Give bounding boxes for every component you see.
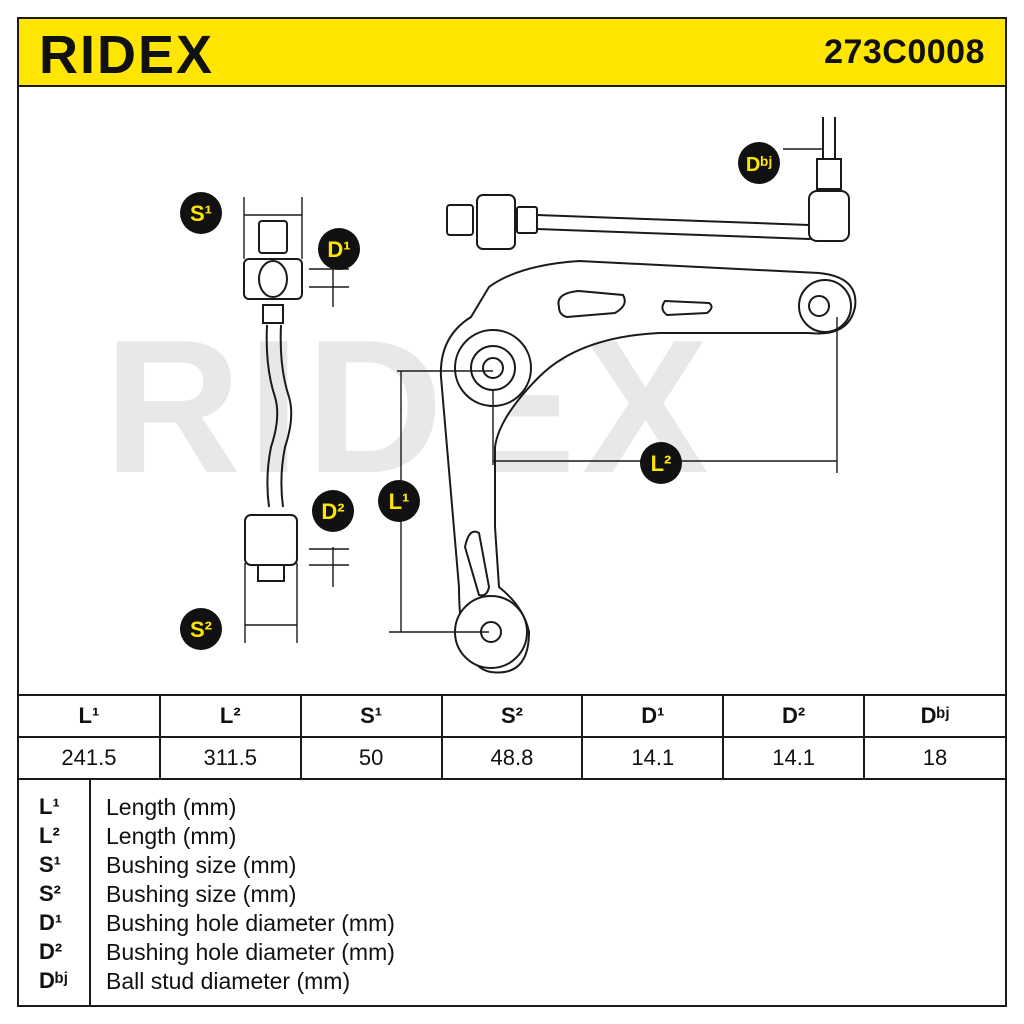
header-s1: S¹ [299,694,443,738]
legend-item: S² Bushing size (mm) [19,881,1005,910]
brand-logo: RIDEX [39,25,214,81]
legend-item: L¹ Length (mm) [19,794,1005,823]
svg-text:S²: S² [190,617,212,642]
dimensions-table: L¹ L² S¹ S² D¹ D² Dᵇʲ 241.5 311.5 50 48.… [19,694,1005,780]
legend-key: D² [39,939,63,964]
legend-desc: Bushing hole diameter (mm) [106,910,395,936]
callout-s2: S² [180,608,222,650]
value-dbj: 18 [863,736,1005,780]
legend-key: D¹ [39,910,63,935]
top-view [446,117,850,250]
drawing-canvas: RIDEX [104,117,857,674]
part-number: 273C0008 [824,33,985,71]
front-view [439,259,857,674]
legend: L¹ Length (mm) L² Length (mm) S¹ Bushing… [19,780,1005,1005]
legend-desc: Bushing hole diameter (mm) [106,939,395,965]
value-d1: 14.1 [581,736,725,780]
table-header-row: L¹ L² S¹ S² D¹ D² Dᵇʲ [19,694,1005,738]
legend-item: L² Length (mm) [19,823,1005,852]
value-s2: 48.8 [440,736,584,780]
legend-item: D² Bushing hole diameter (mm) [19,939,1005,968]
header-d2: D² [722,694,866,738]
datasheet-frame: RIDEX 273C0008 RIDEX [17,17,1007,1007]
header-d1: D¹ [581,694,725,738]
legend-divider [89,780,91,1005]
legend-desc: Bushing size (mm) [106,881,297,907]
legend-item: D¹ Bushing hole diameter (mm) [19,910,1005,939]
callout-s1: S¹ [180,192,222,234]
legend-item: Dᵇʲ Ball stud diameter (mm) [19,968,1005,997]
header-l1: L¹ [19,694,161,738]
legend-desc: Length (mm) [106,794,237,820]
side-view [243,220,303,582]
callout-d2: D² [312,490,354,532]
callout-l2: L² [640,442,682,484]
legend-item: S¹ Bushing size (mm) [19,852,1005,881]
svg-text:S¹: S¹ [190,201,212,226]
svg-text:Dᵇʲ: Dᵇʲ [746,154,772,176]
header-l2: L² [158,694,302,738]
callout-l1: L¹ [378,480,420,522]
value-d2: 14.1 [722,736,866,780]
svg-text:L¹: L¹ [389,489,410,514]
callout-dbj: Dᵇʲ [738,142,780,184]
legend-key: S² [39,881,61,906]
svg-text:RIDEX: RIDEX [39,25,214,81]
value-s1: 50 [299,736,443,780]
header-bar: RIDEX 273C0008 [19,19,1005,87]
value-l2: 311.5 [158,736,302,780]
header-s2: S² [440,694,584,738]
svg-text:D¹: D¹ [327,237,350,262]
callout-d1: D¹ [318,228,360,270]
svg-text:D²: D² [321,499,344,524]
legend-key: L² [39,823,60,848]
table-value-row: 241.5 311.5 50 48.8 14.1 14.1 18 [19,736,1005,780]
svg-text:L²: L² [651,451,672,476]
legend-desc: Length (mm) [106,823,237,849]
legend-key: L¹ [39,794,60,819]
technical-drawing: RIDEX [19,87,1005,695]
header-dbj: Dᵇʲ [863,694,1005,738]
value-l1: 241.5 [19,736,161,780]
legend-key: Dᵇʲ [39,968,68,993]
legend-desc: Bushing size (mm) [106,852,297,878]
legend-desc: Ball stud diameter (mm) [106,968,351,994]
legend-key: S¹ [39,852,61,877]
